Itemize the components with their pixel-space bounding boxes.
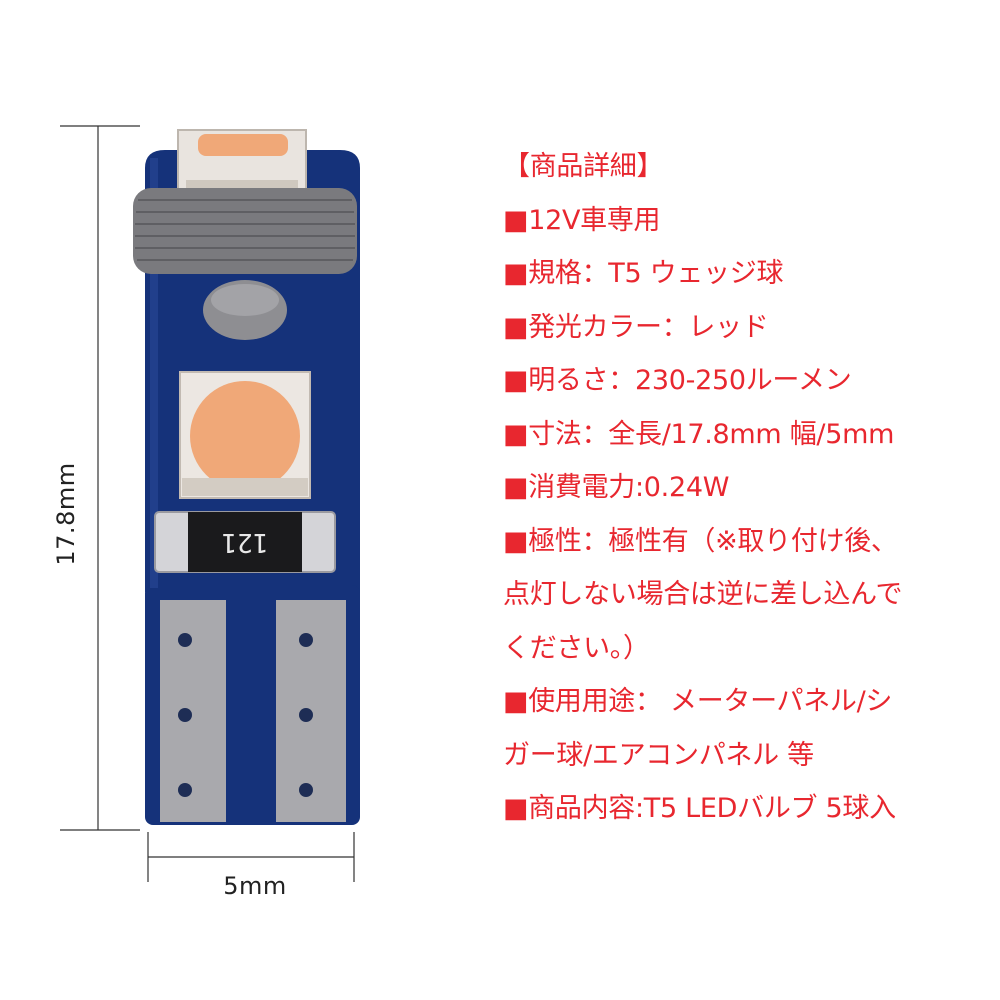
spec-line: ください。） bbox=[503, 632, 650, 664]
spec-line: ガー球/エアコンパネル 等 bbox=[503, 739, 814, 771]
bulb-base bbox=[133, 188, 357, 340]
spec-line: ■極性：極性有（※取り付け後、 bbox=[503, 525, 898, 557]
height-dimension-label: 17.8mm bbox=[52, 462, 80, 566]
dimension-lines bbox=[60, 125, 355, 882]
width-dimension-label: 5mm bbox=[223, 872, 287, 900]
resistor-code: 121 bbox=[222, 527, 269, 557]
spec-line: ■消費電力:0.24W bbox=[503, 472, 730, 503]
spec-line: 点灯しない場合は逆に差し込んで bbox=[503, 579, 903, 610]
top-led-chip-icon bbox=[177, 129, 307, 193]
solder-pad-left-icon bbox=[160, 600, 226, 822]
spec-line: ■12V車専用 bbox=[503, 204, 661, 236]
spec-line: ■寸法：全長/17.8mm 幅/5mm bbox=[503, 418, 895, 450]
spec-list: 【商品詳細】 ■12V車専用 ■規格：T5 ウェッジ球 ■発光カラー：レッド ■… bbox=[503, 140, 993, 836]
spec-line: ■明るさ：230-250ルーメン bbox=[503, 365, 852, 396]
spec-line: ■商品内容:T5 LEDバルブ 5球入 bbox=[503, 793, 896, 824]
spec-line: ■使用用途： メーターパネル/シ bbox=[503, 686, 893, 717]
solder-pad-right-icon bbox=[276, 600, 346, 822]
product-figure: 121 bbox=[60, 125, 360, 882]
resistor-icon: 121 bbox=[154, 511, 336, 573]
main-led-chip-icon bbox=[179, 371, 311, 499]
spec-line: ■発光カラー：レッド bbox=[503, 311, 769, 343]
spec-header: 【商品詳細】 bbox=[503, 151, 664, 182]
spec-line: ■規格：T5 ウェッジ球 bbox=[503, 258, 784, 289]
